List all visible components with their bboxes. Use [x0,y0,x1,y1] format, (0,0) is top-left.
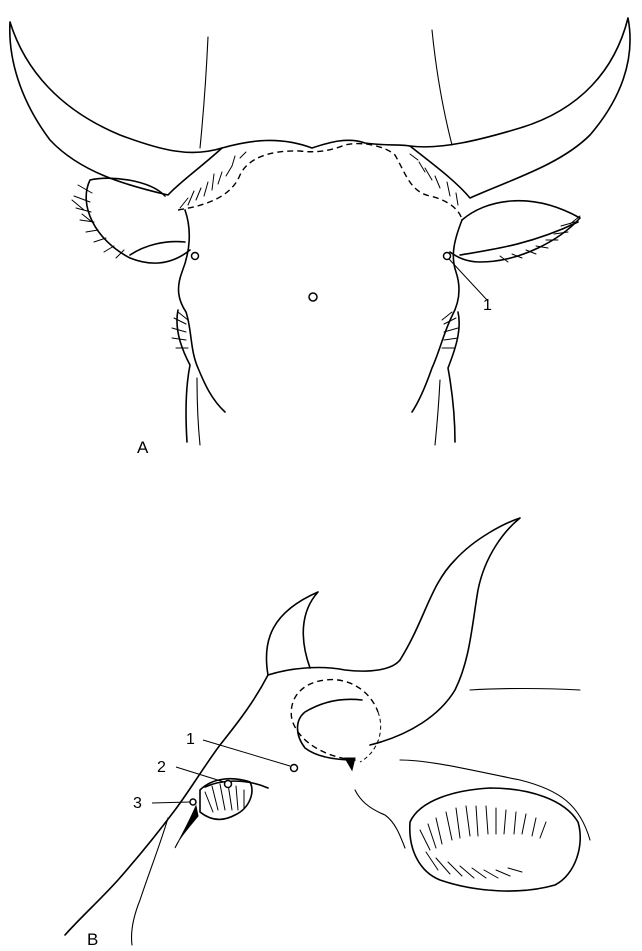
horn-base-outline [178,144,462,220]
panel-a-callout-1: 1 [483,297,492,314]
lacrimal-mark [175,806,198,848]
marker-1 [291,765,298,772]
small-horn [266,592,318,675]
marker-3 [190,799,196,805]
marker-forehead-center [309,293,317,301]
left-horn [10,22,222,195]
large-horn [370,518,520,745]
panel-b-label: B [87,930,98,949]
panel-b-callout-3: 3 [133,795,142,812]
marker-right-temple [444,253,451,260]
ear [410,788,580,891]
panel-a-label: A [137,438,149,457]
panel-b-callout-2: 2 [157,759,166,776]
marker-2 [225,781,232,788]
panel-b-callout-1: 1 [186,731,195,748]
marker-left-temple [192,253,199,260]
panel-a: 1 A [10,18,630,457]
panel-b: 1 2 3 B [65,518,590,949]
